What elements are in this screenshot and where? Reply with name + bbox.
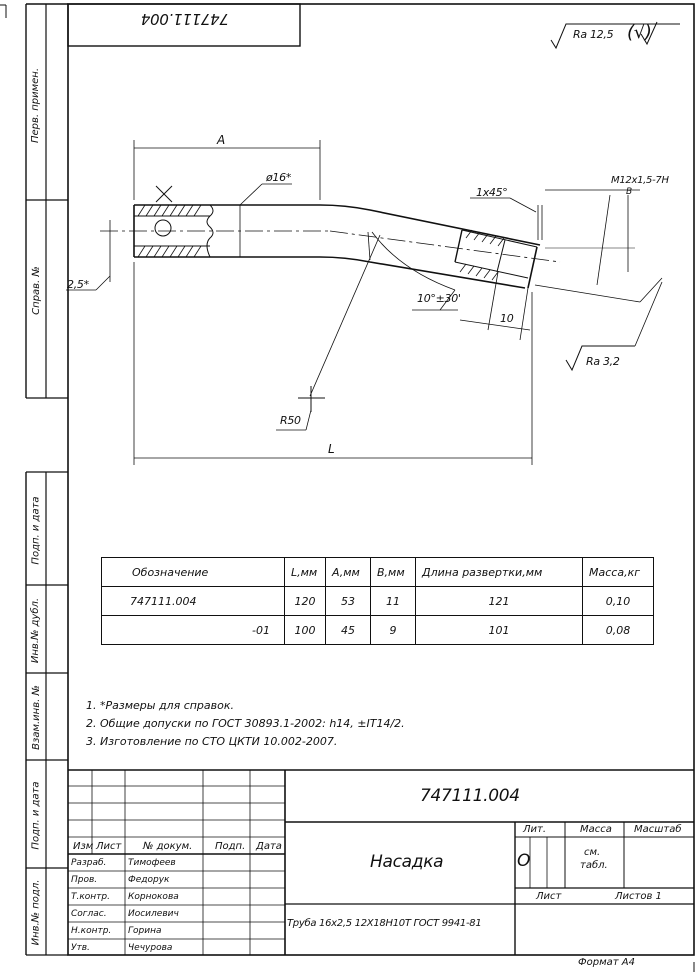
roughness-general-mark: (√) [627,22,652,43]
header-l: L,мм [284,557,326,587]
col-data: Дата [256,841,282,852]
name-razrab: Тимофеев [128,858,176,868]
name-utv: Чечурова [128,943,173,953]
header-designation: Обозначение [101,557,285,587]
cell-b: 9 [370,615,416,645]
header-length: Длина развертки,мм [415,557,583,587]
name-nkontr: Горина [128,926,162,936]
format-label: Формат А4 [578,957,635,968]
dim-radius-label: R50 [280,414,301,427]
dim-offset-label: 2,5* [67,278,89,291]
cell-a: 45 [325,615,371,645]
table-row: 747111.004 120 53 11 121 0,10 [101,586,654,616]
role-utv: Утв. [71,943,90,953]
mass-value-2: табл. [580,860,608,871]
col-list: Лист [96,841,122,852]
sidebar-sprav-no: Справ. № [30,265,42,315]
cell-b: 11 [370,586,416,616]
cell-l: 100 [284,615,326,645]
title-doc-code: 747111.004 [420,786,520,806]
dim-chamfer-label: 1x45° [476,186,508,199]
role-razrab: Разраб. [71,858,107,868]
dim-a-label: A [217,133,225,147]
spec-table-header: Обозначение L,мм A,мм B,мм Длина разверт… [101,557,654,587]
sheet-label: Лист [536,891,562,902]
mass-label: Масса [580,824,612,835]
table-row: -01 100 45 9 101 0,08 [101,615,654,645]
roughness-local: Ra 3,2 [586,355,620,368]
cell-length: 101 [415,615,583,645]
dim-thread-b-label: B [626,187,632,197]
role-nkontr: Н.контр. [71,926,112,936]
cell-designation: 747111.004 [101,586,285,616]
dim-angle-label: 10°±30' [417,292,461,305]
sidebar-podp-data-2: Подп. и дата [30,780,42,850]
name-tkontr: Корнокова [128,892,179,902]
role-prov: Пров. [71,875,98,885]
roughness-general: Ra 12,5 [573,28,614,41]
note-1: 1. *Размеры для справок. [86,699,235,712]
note-3: 3. Изготовление по СТО ЦКТИ 10.002-2007. [86,735,338,748]
name-soglas: Иосилевич [128,909,179,919]
cell-mass: 0,08 [582,615,654,645]
col-izm: Изм [73,841,94,852]
dim-thread-length-label: 10 [500,312,514,325]
cell-mass: 0,10 [582,586,654,616]
col-dokum: № докум. [143,841,193,852]
sidebar-perv-primen: Перв. примен. [30,67,42,143]
spec-table: Обозначение L,мм A,мм B,мм Длина разверт… [101,557,654,645]
header-b: B,мм [370,557,416,587]
col-podp: Подп. [215,841,246,852]
part-name: Насадка [370,852,444,872]
role-tkontr: Т.контр. [71,892,111,902]
material-designation: Труба 16х2,5 12Х18Н10Т ГОСТ 9941-81 [287,918,482,929]
header-mass: Масса,кг [582,557,654,587]
cell-l: 120 [284,586,326,616]
sidebar-inv-dubl: Инв.№ дубл. [30,597,42,663]
sidebar-vzam-inv: Взам.инв. № [30,685,42,750]
mass-value-1: см. [584,847,601,858]
lit-value: О [517,851,531,871]
lit-label: Лит. [523,824,547,835]
cell-designation: -01 [101,615,285,645]
header-a: A,мм [325,557,371,587]
cell-length: 121 [415,586,583,616]
dim-diameter-label: ø16* [266,171,292,184]
name-prov: Федорук [128,875,170,885]
dim-l-label: L [328,442,335,456]
rotated-document-code: 747111.004 [141,10,229,28]
dim-thread-label: M12x1,5-7H [611,175,669,186]
role-soglas: Соглас. [71,909,107,919]
scale-label: Масштаб [634,824,682,835]
sidebar-podp-data-1: Подп. и дата [30,495,42,565]
sidebar-inv-podl: Инв.№ подл. [30,879,42,946]
cell-a: 53 [325,586,371,616]
technical-notes: 1. *Размеры для справок. 2. Общие допуск… [86,697,405,751]
note-2: 2. Общие допуски по ГОСТ 30893.1-2002: h… [86,717,405,730]
sheets-label: Листов 1 [615,891,662,902]
